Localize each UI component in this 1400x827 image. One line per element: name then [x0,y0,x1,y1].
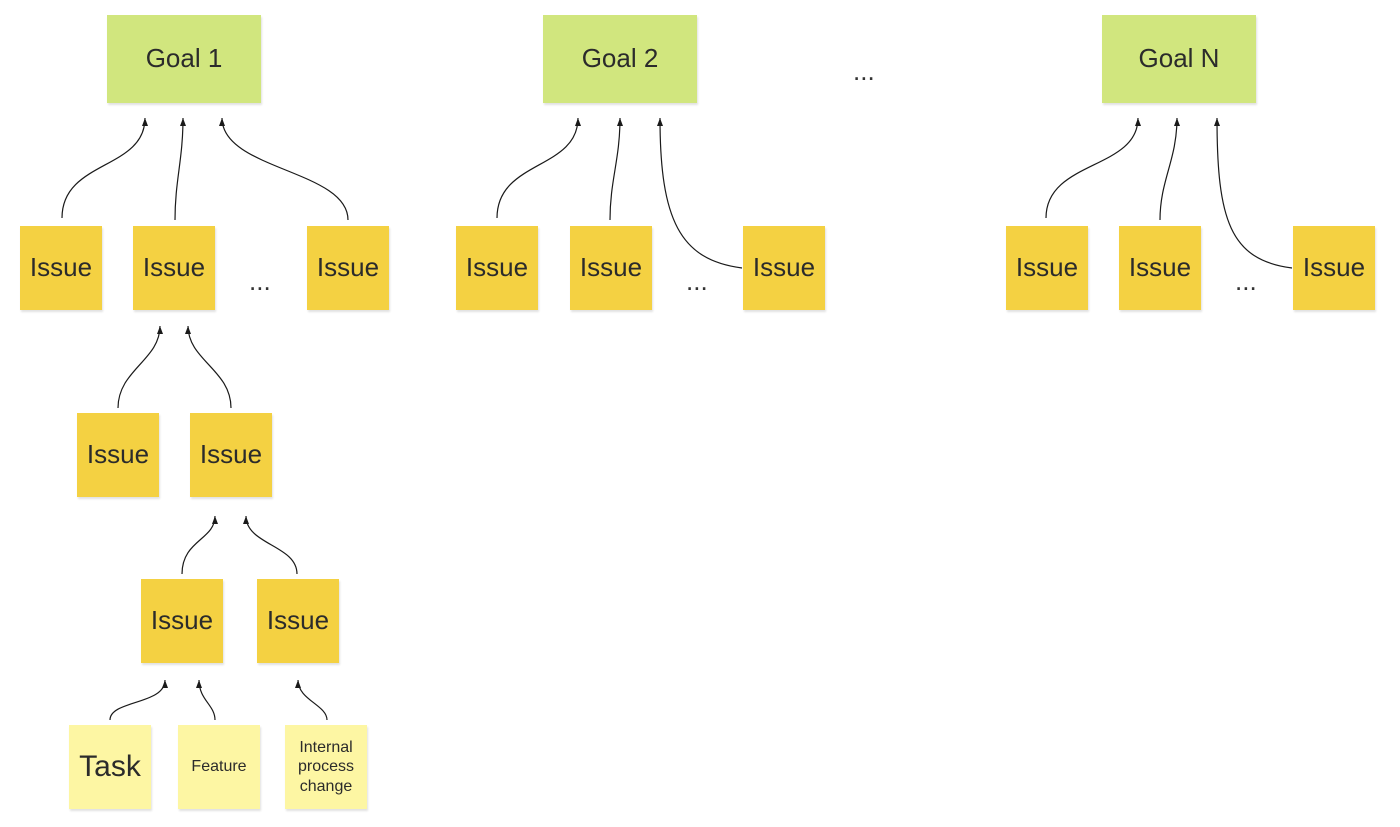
connector-sub-sub-issue-a [181,515,218,575]
goal-n-label: Goal N [1138,43,1220,74]
connector-issue-to-goal-1-b [174,117,186,221]
issue-note: Issue [141,579,223,663]
issue-label: Issue [199,439,263,470]
issue-note: Issue [570,226,652,310]
issue-label: Issue [316,252,380,283]
issue-label: Issue [86,439,150,470]
connector-issue-to-goal-2-c [657,117,743,269]
goal-1-note: Goal 1 [107,15,261,103]
connector-issue-to-goal-n-a [1045,117,1141,219]
issue-label: Issue [752,252,816,283]
internal-process-change-note: Internal process change [285,725,367,809]
feature-label: Feature [191,758,247,776]
connector-internal-process-change [295,679,328,721]
connector-issue-to-goal-1-a [61,117,148,219]
issues-ellipsis: ... [1235,266,1257,296]
connector-feature [196,679,216,721]
task-label: Task [79,750,141,783]
issues-ellipsis: ... [249,266,271,296]
task-note: Task [69,725,151,809]
issue-label: Issue [1302,252,1366,283]
issue-note: Issue [257,579,339,663]
issue-label: Issue [29,252,93,283]
issue-note: Issue [133,226,215,310]
issue-label: Issue [579,252,643,283]
goal-n-note: Goal N [1102,15,1256,103]
connector-issue-to-goal-n-b [1159,117,1180,221]
connector-issue-to-goal-2-b [609,117,623,221]
issue-note: Issue [77,413,159,497]
connector-sub-issue-b [185,325,232,409]
issue-label: Issue [150,605,214,636]
goals-ellipsis: ... [853,56,875,86]
connector-issue-to-goal-2-a [496,117,581,219]
issue-note: Issue [456,226,538,310]
feature-note: Feature [178,725,260,809]
issue-note: Issue [1006,226,1088,310]
connector-issue-to-goal-n-c [1214,117,1293,269]
issue-label: Issue [142,252,206,283]
issue-label: Issue [1128,252,1192,283]
goal-2-note: Goal 2 [543,15,697,103]
connector-issue-to-goal-1-c [219,117,349,221]
issue-note: Issue [1119,226,1201,310]
issue-note: Issue [20,226,102,310]
goal-2-label: Goal 2 [581,43,659,74]
issue-note: Issue [743,226,825,310]
connector-task [109,679,168,721]
issue-label: Issue [465,252,529,283]
issue-note: Issue [190,413,272,497]
issue-label: Issue [1015,252,1079,283]
internal-process-change-label: Internal process change [297,739,355,795]
issue-label: Issue [266,605,330,636]
issue-note: Issue [307,226,389,310]
connector-sub-issue-a [117,325,163,409]
issue-note: Issue [1293,226,1375,310]
issues-ellipsis: ... [686,266,708,296]
connector-sub-sub-issue-b [243,515,298,575]
goal-1-label: Goal 1 [145,43,223,74]
